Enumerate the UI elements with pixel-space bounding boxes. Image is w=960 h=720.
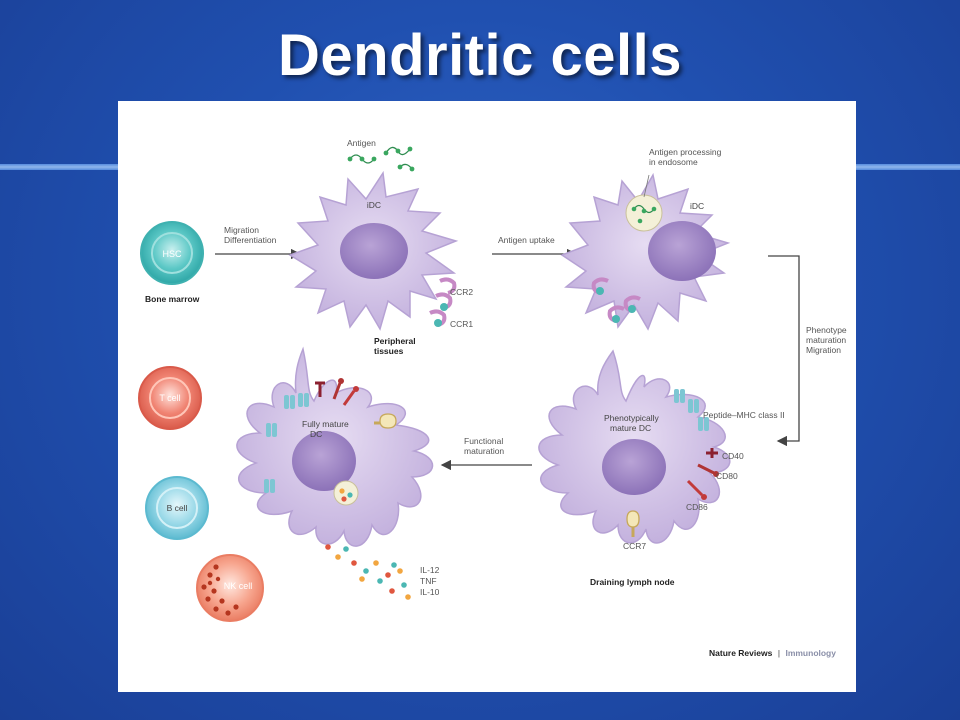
immature-dc-2: iDC (560, 172, 731, 331)
slide-title: Dendritic cells (278, 23, 682, 88)
antigen-label: Antigen (347, 138, 376, 148)
credit-separator: | (778, 648, 780, 658)
fully-mature-label: Fully mature (302, 419, 349, 429)
dc-label: DC (310, 429, 322, 439)
migration2-label: Migration (806, 345, 841, 355)
draining-lymph-node-label: Draining lymph node (590, 577, 675, 587)
ccr7-receptor-icon (626, 510, 640, 537)
costim-icons (315, 378, 359, 406)
idc1-label: iDC (367, 200, 381, 210)
hsc-label: HSC (162, 249, 182, 259)
cd86-label: CD86 (686, 502, 708, 512)
antigen-processing-label: Antigen processing (649, 147, 722, 157)
functional-label: Functional (464, 436, 503, 446)
phenotypically-label: Phenotypically (604, 413, 660, 423)
phenotype-label: Phenotype (806, 325, 847, 335)
ccr2-label: CCR2 (450, 287, 473, 297)
cd80-label: CD80 (716, 471, 738, 481)
idc2-label: iDC (690, 201, 704, 211)
fully-mature-dc: Fully mature DC (236, 346, 434, 547)
cytokine-dots-icon (325, 544, 411, 600)
il10-label: IL-10 (420, 587, 440, 597)
immature-dc-1: iDC (288, 170, 459, 331)
bone-marrow-label: Bone marrow (145, 294, 200, 304)
peptide-mhc-label: Peptide–MHC class II (703, 410, 785, 420)
tnf-label: TNF (420, 576, 437, 586)
maturation-label: maturation (806, 335, 846, 345)
in-endosome-label: in endosome (649, 157, 698, 167)
functional-maturation-label: maturation (464, 446, 504, 456)
credit-journal: Immunology (785, 648, 836, 658)
t-cell: T cell (138, 366, 202, 430)
phenotypically-mature-dc: Phenotypically mature DC (538, 349, 731, 544)
antigen-molecules-icon (347, 146, 415, 172)
peripheral-label: Peripheral (374, 336, 416, 346)
maturation-migration-arrow (768, 255, 800, 447)
mhc-class-ii-icons (674, 389, 709, 431)
b-cell-label: B cell (167, 503, 188, 513)
cd40-label: CD40 (722, 451, 744, 461)
t-cell-label: T cell (159, 393, 180, 403)
b-cell: B cell (145, 476, 209, 540)
ccr7-fmdc-icon (374, 413, 397, 429)
figure-credit: Nature Reviews | Immunology (709, 648, 836, 658)
ccr-receptor-icons (429, 277, 457, 327)
ccr1-label: CCR1 (450, 319, 473, 329)
costimulatory-molecule-icons (686, 448, 719, 500)
diagram-canvas: HSC Bone marrow Migration Differentiatio… (138, 138, 847, 658)
migration-label: Migration (224, 225, 259, 235)
differentiation-label: Differentiation (224, 235, 277, 245)
il12-label: IL-12 (420, 565, 440, 575)
endosome-pointer (643, 174, 650, 198)
mhc-receptor-icons (264, 393, 309, 493)
nk-cell: NK cell (196, 554, 264, 622)
bound-antigen-receptor-icons (591, 277, 641, 323)
mature-dc-label: mature DC (610, 423, 651, 433)
nk-cell-label: NK cell (224, 581, 253, 591)
hsc-cell: HSC (140, 221, 204, 285)
tissues-label: tissues (374, 346, 404, 356)
ccr7-label: CCR7 (623, 541, 646, 551)
dendritic-cell-figure: HSC Bone marrow Migration Differentiatio… (118, 101, 856, 692)
antigen-uptake-label: Antigen uptake (498, 235, 555, 245)
credit-source: Nature Reviews (709, 648, 773, 658)
